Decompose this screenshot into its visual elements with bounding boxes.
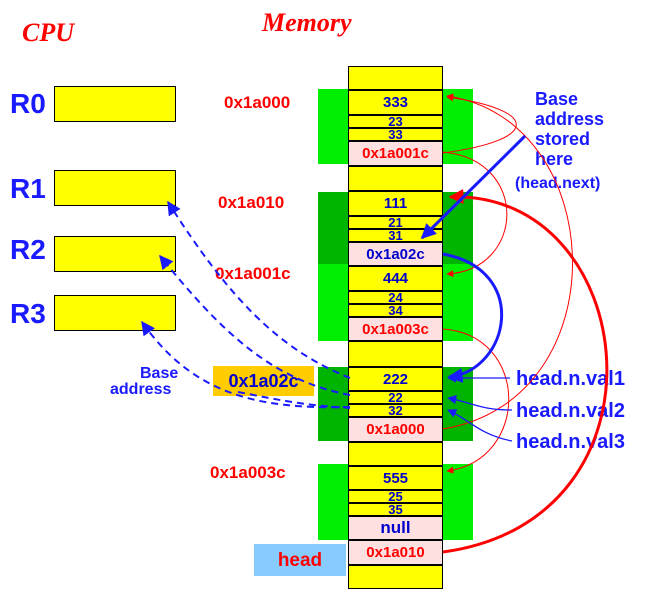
memory-cell-val1: 222 [348,367,443,391]
memory-cell-empty [348,442,443,466]
head-n-val3-label: head.n.val3 [516,431,625,453]
head-n-val2-label: head.n.val2 [516,400,625,422]
register-r0-label: R0 [10,88,46,119]
load-arrow-r2 [159,254,351,396]
cpu-title: CPU [22,18,74,47]
memory-cell-next: 0x1a02c [348,242,443,266]
memory-cell-val1: 333 [348,90,443,115]
val2-arrow [447,394,513,411]
memory-cell-val1: 555 [348,466,443,490]
next-arrow [442,151,508,278]
load-arrow-r1 [167,200,351,379]
base-stored-note-line1: Base [535,89,579,109]
base-address-value: 0x1a02c [213,366,314,396]
register-r0 [54,86,176,122]
address-label: 0x1a000 [224,93,291,112]
base-stored-note-line2: address [535,109,605,129]
memory-cell-next: 0x1a000 [348,417,443,442]
memory-cell-val2: 22 [348,390,443,405]
memory-cell-empty [348,66,443,90]
register-r2-label: R2 [10,234,46,265]
memory-cell-empty [348,341,443,367]
memory-cell-val2: 25 [348,489,443,504]
base-address-label-line1: Base [140,365,179,382]
memory-cell-val3: 35 [348,502,443,517]
base-offset-dash [237,391,351,409]
next-arrow [442,328,510,474]
register-r3-label: R3 [10,298,46,329]
memory-title: Memory [262,8,352,37]
base-stored-note-line4: here [535,149,574,169]
memory-cell-val2: 23 [348,114,443,129]
head-n-val1-label: head.n.val1 [516,368,625,390]
address-label: 0x1a003c [210,463,286,482]
address-label: 0x1a010 [218,193,285,212]
register-r1-label: R1 [10,173,46,204]
next-arrow [442,94,517,154]
base-address-label-line2: address [110,381,172,398]
memory-cell-val2: 24 [348,290,443,305]
load-arrow-r3 [141,320,351,409]
memory-cell-val3: 32 [348,403,443,418]
memory-cell-val1: 111 [348,191,443,216]
head-label: head [254,544,346,576]
register-r3 [54,295,176,331]
base-stored-note-line3: stored [535,129,591,149]
memory-cell-empty [348,565,443,589]
memory-cell-val3: 33 [348,127,443,142]
register-r2 [54,236,176,272]
memory-cell-val2: 21 [348,215,443,230]
address-label: 0x1a001c [215,264,291,283]
memory-cell-val1: 444 [348,266,443,291]
base-stored-note-line5: (head.next) [515,175,601,192]
head-pointer-arrow [442,189,609,554]
head-next-pointer-arrow [442,252,503,383]
next-arrow [442,93,573,430]
memory-cell-val3: 34 [348,303,443,318]
val3-arrow [447,409,513,442]
memory-cell-null: null [348,516,443,540]
memory-cell-empty [348,166,443,191]
memory-cell-next: 0x1a001c [348,141,443,166]
memory-cell-val3: 31 [348,228,443,243]
register-r1 [54,170,176,206]
memory-cell-next: 0x1a003c [348,317,443,341]
head-memory-cell: 0x1a010 [348,540,443,565]
base-stored-arrow [420,134,527,240]
